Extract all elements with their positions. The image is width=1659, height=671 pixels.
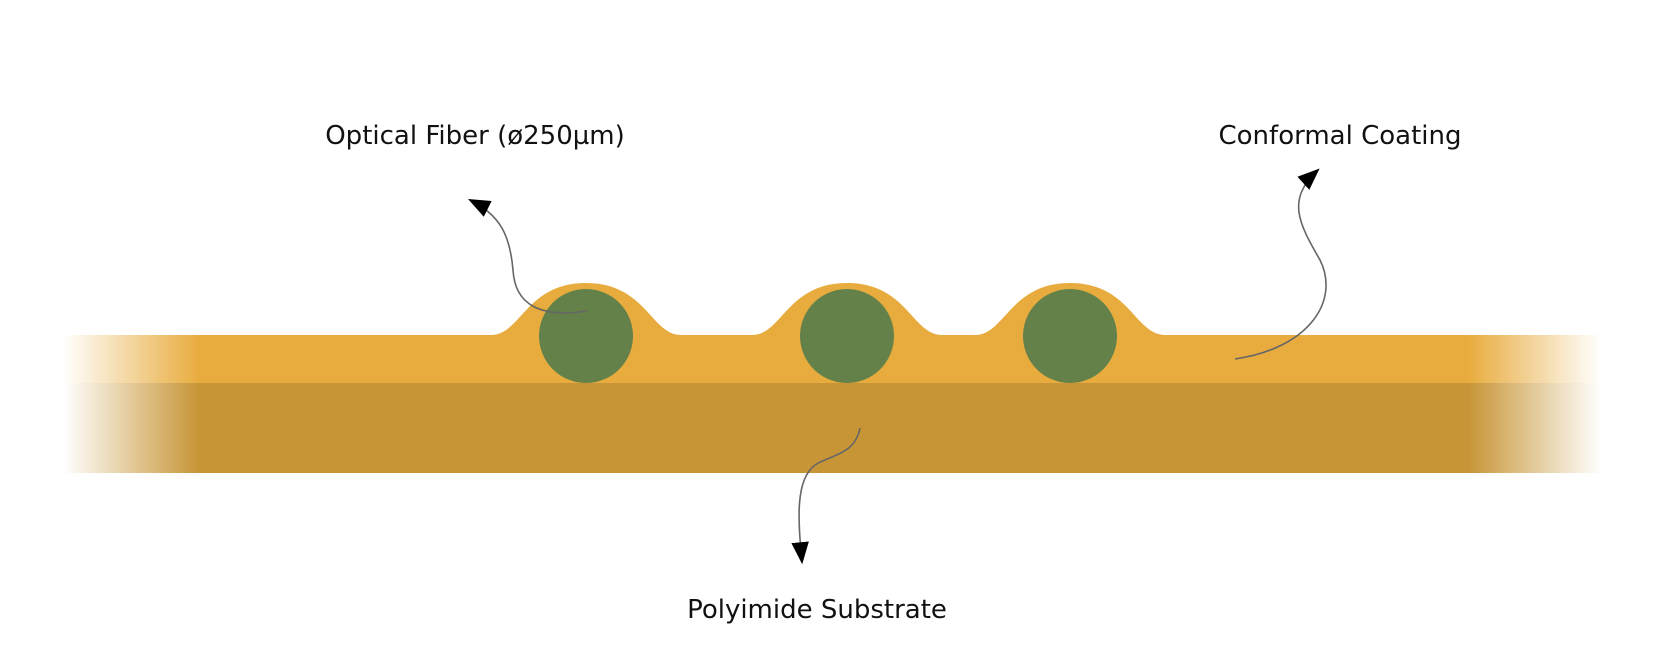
fiber-label: Optical Fiber (ø250µm) bbox=[325, 121, 625, 151]
coating-label: Conformal Coating bbox=[1219, 121, 1462, 151]
coating-leader-arrow bbox=[1234, 168, 1327, 360]
fiber-leader-arrow bbox=[468, 199, 588, 314]
substrate-leader-arrow bbox=[791, 427, 861, 565]
optical-fiber bbox=[1023, 289, 1117, 383]
substrate-label: Polyimide Substrate bbox=[687, 595, 947, 625]
polyimide-substrate bbox=[40, 383, 1640, 473]
optical-fiber bbox=[800, 289, 894, 383]
optical-fiber bbox=[539, 289, 633, 383]
